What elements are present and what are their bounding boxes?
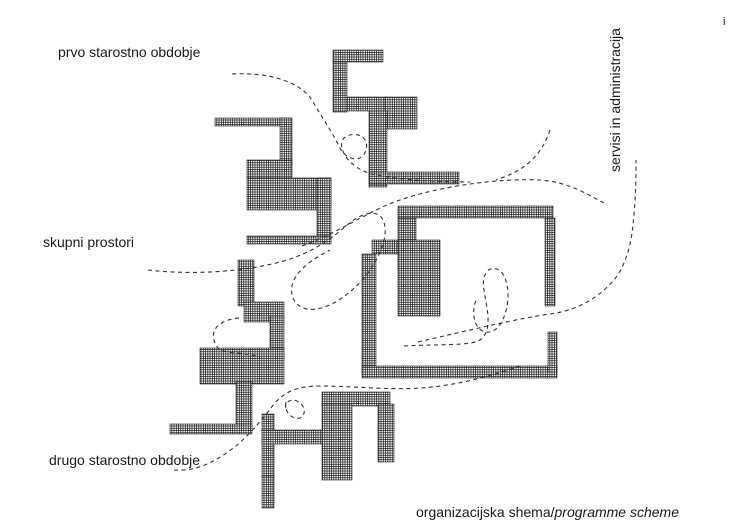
corner-mark: i <box>723 14 725 30</box>
label-services-admin: servisi in administracija <box>607 28 623 172</box>
figure-caption: organizacijska shema/programme scheme <box>416 504 679 520</box>
label-second-age-group: drugo starostno obdobje <box>49 452 200 468</box>
label-shared-spaces: skupni prostori <box>43 234 134 250</box>
label-first-age-group: prvo starostno obdobje <box>58 44 200 60</box>
caption-italic: programme scheme <box>555 504 680 520</box>
caption-main: organizacijska shema/ <box>416 504 555 520</box>
block-second-age-group <box>262 392 394 508</box>
